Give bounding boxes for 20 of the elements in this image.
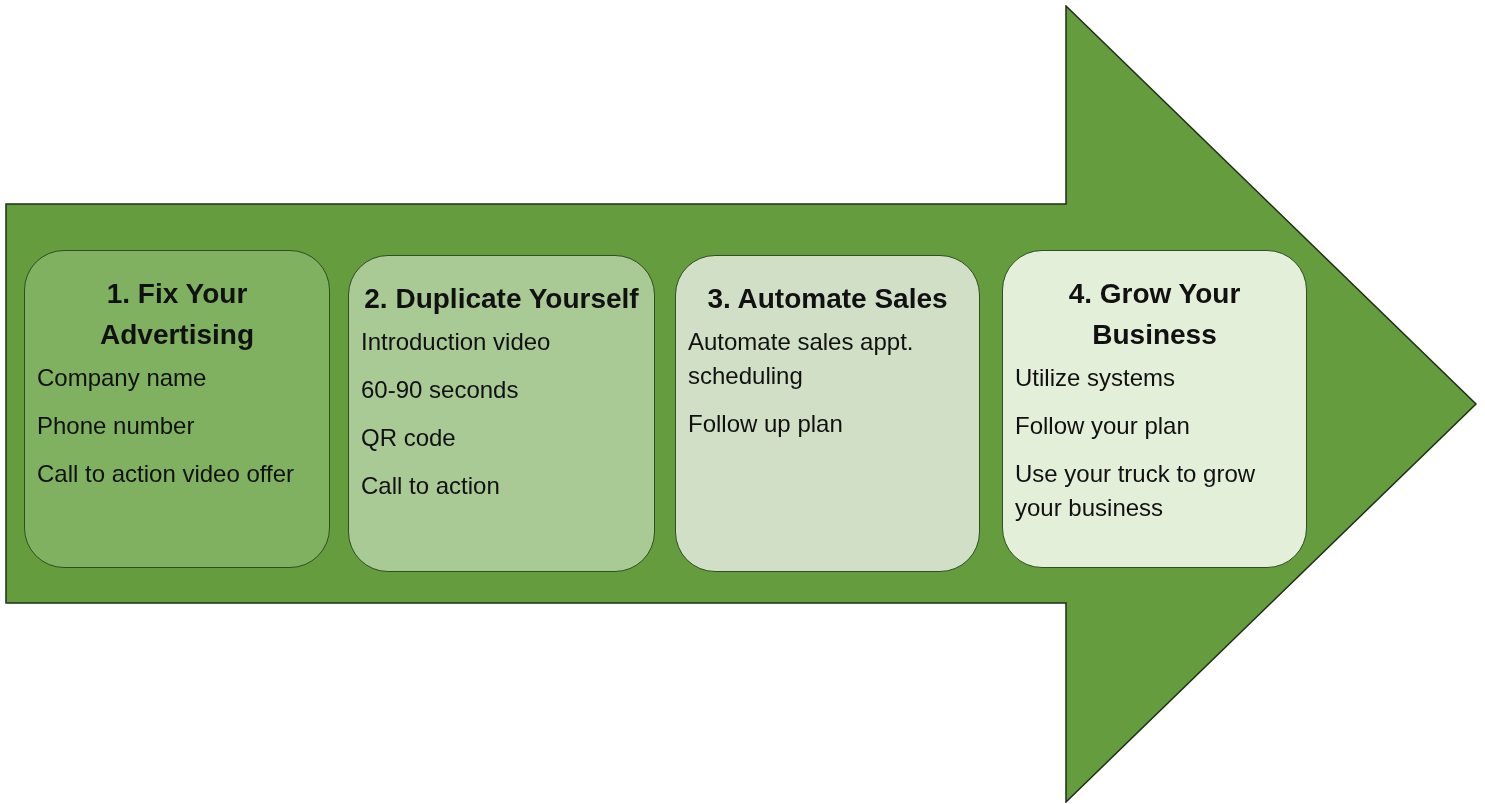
- step-item: Phone number: [37, 411, 196, 441]
- step-item: Introduction video: [361, 327, 552, 357]
- step-title: 3. Automate Sales: [706, 282, 949, 316]
- step-title: 1. Fix Your Advertising: [99, 277, 255, 352]
- step-card: [24, 250, 330, 568]
- step-title: 2. Duplicate Yourself: [363, 282, 640, 316]
- step-card: [675, 255, 980, 572]
- step-item: Utilize systems: [1015, 363, 1177, 393]
- step-item: QR code: [361, 423, 457, 453]
- step-item: 60-90 seconds: [361, 375, 520, 405]
- step-item: Follow your plan: [1015, 411, 1191, 441]
- step-item: Automate sales appt. scheduling: [688, 327, 915, 391]
- step-card: [348, 255, 655, 572]
- step-item: Call to action: [361, 471, 501, 501]
- step-item: Call to action video offer: [37, 459, 296, 489]
- step-item: Use your truck to grow your business: [1015, 459, 1257, 523]
- step-item: Company name: [37, 363, 208, 393]
- step-title: 4. Grow Your Business: [1067, 277, 1242, 352]
- step-item: Follow up plan: [688, 409, 844, 439]
- step-card: [1002, 250, 1307, 568]
